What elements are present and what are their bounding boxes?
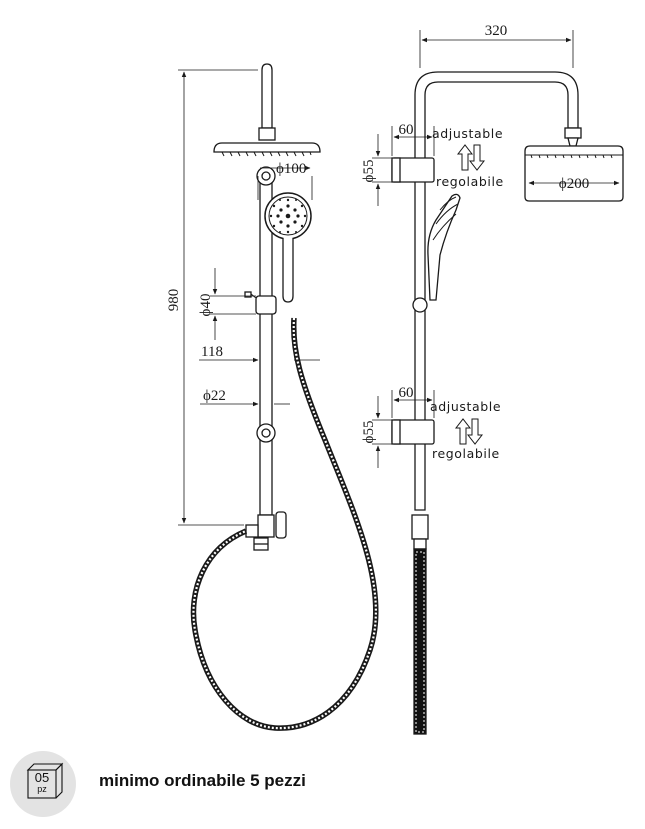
up-down-arrows-icon xyxy=(454,418,484,445)
side-diverter xyxy=(411,514,429,540)
front-head-nozzles xyxy=(221,151,312,157)
front-view xyxy=(213,63,321,551)
note-lower-regolabile: regolabile xyxy=(432,446,500,461)
front-arm-nut xyxy=(258,127,276,141)
dim-holder-offset: 118 xyxy=(201,344,223,360)
hand-shower-nozzles xyxy=(269,198,307,234)
footer: 05 pz minimo ordinabile 5 pezzi xyxy=(0,745,645,829)
front-diverter xyxy=(257,514,275,538)
dim-lower-bracket-diameter: ϕ55 xyxy=(361,421,377,444)
side-view xyxy=(391,71,624,735)
minimum-order-text: minimo ordinabile 5 pezzi xyxy=(99,771,306,790)
pack-unit: pz xyxy=(37,784,47,794)
front-rain-head xyxy=(213,142,321,153)
dim-bar-diameter: ϕ22 xyxy=(203,388,226,404)
side-holder xyxy=(412,297,428,313)
pack-number: 05 xyxy=(34,770,50,785)
side-head-nozzles xyxy=(530,154,613,159)
dim-head-diameter-front: ϕ100 xyxy=(276,161,306,177)
side-rain-head xyxy=(524,145,624,202)
front-holder xyxy=(255,295,277,315)
dim-total-height: 980 xyxy=(166,289,182,312)
up-down-arrows-icon xyxy=(456,144,486,171)
note-upper-adjustable: adjustable xyxy=(432,126,503,141)
note-upper-regolabile: regolabile xyxy=(436,174,504,189)
note-lower-adjustable: adjustable xyxy=(430,399,501,414)
side-dimension-lines xyxy=(372,30,620,468)
dim-head-diameter-side: ϕ200 xyxy=(559,176,589,192)
side-hand-shower xyxy=(427,193,461,301)
front-arm xyxy=(261,63,273,129)
side-hose xyxy=(413,548,427,735)
package-badge: 05 pz xyxy=(10,751,76,817)
package-box-icon xyxy=(26,762,64,799)
front-hand-shower-handle xyxy=(282,238,294,303)
dim-arm-width: 320 xyxy=(485,23,508,39)
dim-upper-bracket-diameter: ϕ55 xyxy=(361,160,377,183)
dim-lower-bracket-offset: 60 xyxy=(399,385,414,401)
technical-drawing: 980 ϕ100 ϕ40 118 ϕ22 xyxy=(166,23,624,735)
front-dimension-lines xyxy=(178,69,320,526)
dim-holder-diameter: ϕ40 xyxy=(198,294,214,317)
dim-upper-bracket-offset: 60 xyxy=(399,122,414,138)
